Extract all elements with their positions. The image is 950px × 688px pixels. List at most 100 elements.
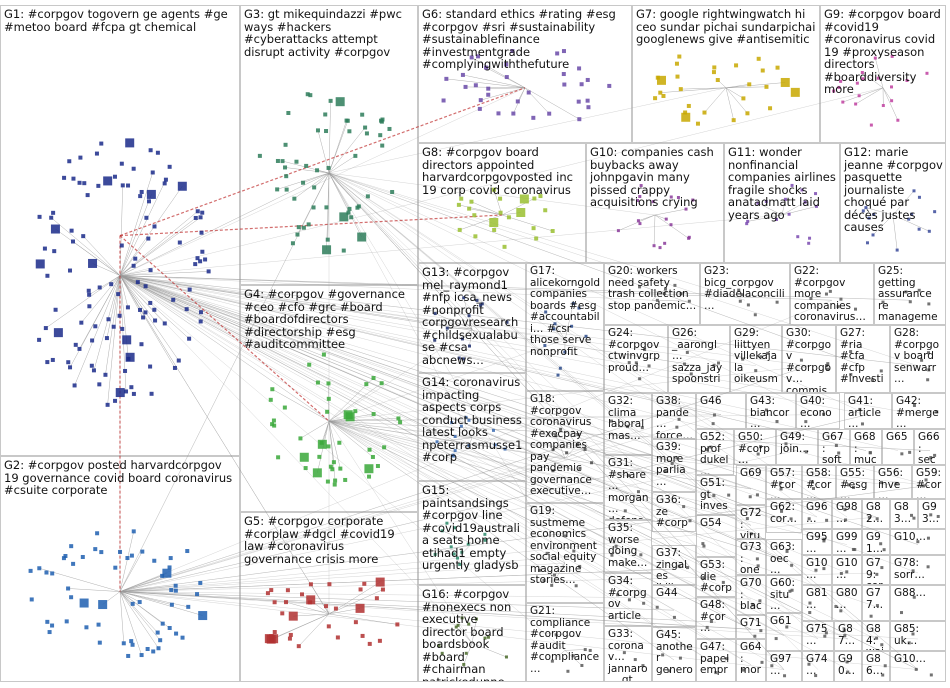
group-cell-g69: G69 xyxy=(736,465,766,505)
group-label-g71: G71 xyxy=(740,617,762,629)
group-label-g6: G6: standard ethics #rating #esg #corpgo… xyxy=(422,7,620,71)
group-label-g68: G68: muc… xyxy=(854,431,877,465)
group-cell-g27: G27: #ria #cfa #cfp #investi… #riskma… xyxy=(836,325,890,393)
group-label-g56: G56: inve… xyxy=(878,467,907,499)
group-cell-g58: G58: #cor… xyxy=(802,465,836,499)
group-cell-g56: G56: inve… xyxy=(874,465,912,499)
group-label-g57: G57: #cor… xyxy=(770,467,799,499)
group-cell-g18: G18: #corpgov coronavirus #execpay compa… xyxy=(526,391,604,503)
group-cell-g41: G41: article… xyxy=(844,393,892,429)
group-label-g44: G44 xyxy=(656,587,678,599)
group-label-g67: G67: soft… xyxy=(822,431,844,465)
group-cell-g96: G96… xyxy=(802,499,832,529)
group-label-g85: G85: uk… xyxy=(894,623,923,647)
group-label-g34: G34: #corpgov article… xyxy=(608,575,647,625)
group-cell-g26: G26: _aarongl… sazza_jay spoonstri… xyxy=(668,325,730,393)
group-cell-g98: G98… xyxy=(832,499,862,529)
group-cell-g50: G50: #corp… xyxy=(734,429,776,465)
group-label-g9: G9: #corpgov board #covid19 #coronavirus… xyxy=(824,7,945,96)
group-label-g73: G73: one… xyxy=(740,541,762,575)
group-label-g62: G62: cor… xyxy=(770,501,799,525)
group-label-g2: G2: #corpgov posted harvardcorpgov 19 go… xyxy=(4,458,236,497)
group-cell-g97: G97… xyxy=(766,651,802,682)
group-cell-g17: G17: alicekorngold companies boards #esg… xyxy=(526,263,604,391)
group-label-g36: G36: ze #corpgov xyxy=(656,494,688,531)
group-label-g45: G45: another genero… xyxy=(656,629,693,682)
group-cell-g15: G15: paintsandsings #corpgov line #covid… xyxy=(418,481,526,585)
group-label-g81: G81… xyxy=(806,587,828,611)
group-label-g77: G77… xyxy=(866,587,884,611)
group-cell-g91: G91… xyxy=(862,529,890,555)
group-cell-g28: G28: #corpgov board senwarr… xyxy=(890,325,946,393)
group-cell-g20: G20: workers need safety trash collectio… xyxy=(604,263,700,325)
group-cell-g2: G2: #corpgov posted harvardcorpgov 19 go… xyxy=(0,456,240,682)
group-cell-g30: G30: #corpgov #corpgov… commis… xyxy=(782,325,836,393)
group-label-g65: G65 xyxy=(886,431,908,443)
group-label-g64: G64: mor… xyxy=(740,641,762,682)
group-label-g86: G86… xyxy=(866,653,884,677)
group-label-g82: G82… xyxy=(866,501,884,525)
group-cell-g86: G86… xyxy=(862,651,890,682)
group-label-g22: G22: #corpgov more companies coronavirus… xyxy=(794,265,866,323)
group-cell-g59: G59: #cor… xyxy=(912,465,946,499)
group-cell-g67: G67: soft… xyxy=(818,429,850,465)
group-cell-g78: G78: sorr… xyxy=(890,555,946,585)
group-label-g59: G59: #cor… xyxy=(916,467,945,499)
group-label-g97: G97… xyxy=(770,653,792,677)
group-label-g84: G84: wai… xyxy=(866,623,884,650)
group-cell-g57: G57: #cor… xyxy=(766,465,802,499)
group-label-g23: G23: bicg_corpgov #diadelaconcili… xyxy=(704,265,785,312)
group-cell-g79: G79: cor… xyxy=(862,555,890,585)
group-cell-g22: G22: #corpgov more companies coronavirus… xyxy=(790,263,874,325)
group-cell-g42: G42: #merge… xyxy=(892,393,946,429)
group-cell-g60: G60: situ… xyxy=(766,575,802,613)
group-label-g58: G58: #cor… xyxy=(806,467,835,499)
group-cell-g68: G68: muc… xyxy=(850,429,882,465)
group-label-g21: G21: compliance #corpgov #audit #complia… xyxy=(530,605,600,675)
group-cell-g83: G83… xyxy=(890,499,918,529)
group-cell-g73: G73: one… xyxy=(736,539,766,575)
group-label-g52: G52: prof dukel… xyxy=(700,431,729,475)
group-cell-g90: G90… xyxy=(834,651,862,682)
group-cell-g38: G38: pande… force… xyxy=(652,393,696,439)
group-cell-g32: G32: clima laboral mas… xyxy=(604,393,652,455)
group-cell-g53: G53: die #corp… xyxy=(696,557,736,597)
group-label-g79: G79: cor… xyxy=(866,557,883,584)
group-label-g103: G10… xyxy=(894,531,926,543)
group-cell-g36: G36: ze #corpgov xyxy=(652,492,696,532)
group-cell-g34: G34: #corpgov article… xyxy=(604,573,652,626)
group-label-g42: G42: #merge… xyxy=(896,395,939,429)
group-label-g61: G61 xyxy=(770,615,792,627)
group-label-g87: G87… xyxy=(838,623,856,647)
group-label-g37: G37: zingales 'kill… xyxy=(656,547,688,584)
group-cell-g99: G99… xyxy=(832,529,862,555)
group-cell-g87: G87… xyxy=(834,621,862,651)
group-label-g63: G63: oec… xyxy=(770,541,799,575)
group-label-g90: G90… xyxy=(838,653,856,677)
group-label-g98: G98… xyxy=(836,501,858,525)
group-cell-g37: G37: zingales 'kill… xyxy=(652,545,696,585)
group-cell-g6: G6: standard ethics #rating #esg #corpgo… xyxy=(418,5,632,143)
group-cell-g102: G10… xyxy=(890,651,946,682)
group-label-g95: G95… xyxy=(806,531,828,555)
group-cell-g4: G4: #corpgov #governance #ceo #cfo #grc … xyxy=(240,285,418,512)
group-label-g11: G11: wonder nonfinancial companies airli… xyxy=(728,145,840,222)
group-label-g20: G20: workers need safety trash collectio… xyxy=(608,265,697,312)
group-label-g18: G18: #corpgov coronavirus #execpay compa… xyxy=(530,393,596,497)
group-label-g17: G17: alicekorngold companies boards #esg… xyxy=(530,265,604,358)
group-label-g25: G25: getting assurance re manageme… xyxy=(878,265,938,324)
group-cell-g64: G64: mor… xyxy=(736,639,766,682)
group-label-g48: G48: #cor… xyxy=(700,599,729,634)
group-cell-g66: G66: sec… xyxy=(914,429,946,465)
group-label-g102: G10… xyxy=(894,653,926,665)
group-cell-g46: G46 xyxy=(696,393,746,429)
group-cell-g88: G88… xyxy=(890,585,946,621)
group-cell-g51: G51: gt inves… xyxy=(696,475,736,515)
group-cell-g13: G13: #corpgov mel_raymond1 #nfp icsa_new… xyxy=(418,263,526,373)
group-cell-g10: G10: companies cash buybacks away johnpg… xyxy=(586,143,724,263)
group-cell-g47: G47: papel empr… xyxy=(696,639,736,682)
group-label-g46: G46 xyxy=(700,395,722,407)
group-label-g27: G27: #ria #cfa #cfp #investi… #riskma… xyxy=(840,327,884,393)
group-label-g91: G91… xyxy=(866,531,884,555)
